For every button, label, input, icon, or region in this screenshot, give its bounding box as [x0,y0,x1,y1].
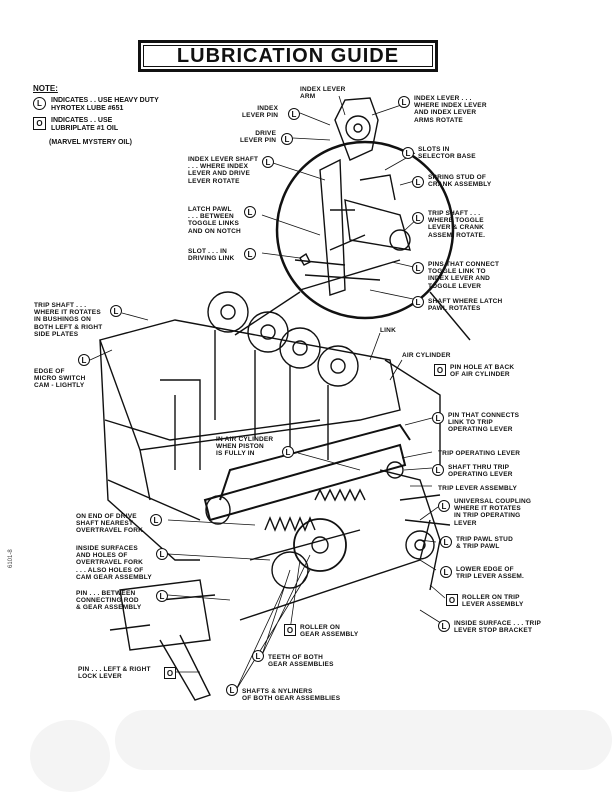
label-air-cylinder: AIR CYLINDER [402,352,451,359]
marker-trip-pawl-stud: L [440,536,452,548]
marker-edge-micro: L [78,354,90,366]
marker-shafts-nyliners: L [226,684,238,696]
label-link: LINK [380,327,396,334]
marker-roller-trip: O [446,594,458,606]
marker-trip-shaft-top: L [412,212,424,224]
label-index-lever-pin: INDEX LEVER PIN [242,105,279,120]
label-in-air-cylinder: IN AIR CYLINDER WHEN PISTON IS FULLY IN [216,436,274,458]
marker-pin-lock: O [164,667,176,679]
figure-number: 6101-8 [8,549,14,568]
label-roller-trip: ROLLER ON TRIP LEVER ASSEMBLY [462,594,524,609]
marker-pin-hole: O [434,364,446,376]
marker-shaft-thru: L [432,464,444,476]
label-lower-edge: LOWER EDGE OF TRIP LEVER ASSEM. [456,566,525,581]
label-index-lever: INDEX LEVER . . . WHERE INDEX LEVER AND … [414,95,487,124]
label-pins-connect: PINS THAT CONNECT TOGGLE LINK TO INDEX L… [428,261,500,290]
label-pin-connecting-rod: PIN . . . BETWEEN CONNECTING ROD & GEAR … [76,590,142,612]
note-heading: NOTE: [33,84,58,93]
label-slots: SLOTS IN SELECTOR BASE [418,146,476,161]
legend-item-lube: L INDICATES . . USE HEAVY DUTY HYROTEX L… [33,97,159,113]
legend-extra: (MARVEL MYSTERY OIL) [49,139,132,146]
label-inside-surfaces: INSIDE SURFACES AND HOLES OF OVERTRAVEL … [76,545,152,581]
marker-slot-driving: L [244,248,256,260]
marker-in-air-cylinder: L [282,446,294,458]
marker-index-lever-pin: L [288,108,300,120]
marker-spring-stud: L [412,176,424,188]
legend-text-lube: INDICATES . . USE HEAVY DUTY HYROTEX LUB… [51,97,159,112]
marker-slots: L [402,147,414,159]
label-inside-surface-trip: INSIDE SURFACE . . . TRIP LEVER STOP BRA… [454,620,541,635]
marker-shaft-latch: L [412,296,424,308]
label-shafts-nyliners: SHAFTS & NYLINERS OF BOTH GEAR ASSEMBLIE… [242,688,341,703]
marker-pins-connect: L [412,262,424,274]
label-trip-shaft-left: TRIP SHAFT . . . WHERE IT ROTATES IN BUS… [34,302,103,338]
marker-drive-lever-pin: L [281,133,293,145]
label-trip-lever-assembly: TRIP LEVER ASSEMBLY [438,485,518,492]
marker-roller-gear: O [284,624,296,636]
marker-inside-surfaces: L [156,548,168,560]
page-title-box: LUBRICATION GUIDE [138,40,438,72]
label-trip-pawl-stud: TRIP PAWL STUD & TRIP PAWL [456,536,513,551]
label-end-drive-shaft: ON END OF DRIVE SHAFT NEAREST OVERTRAVEL… [76,513,144,535]
label-shaft-latch: SHAFT WHERE LATCH PAWL ROTATES [428,298,503,313]
marker-latch-pawl: L [244,206,256,218]
detail-circle [275,140,455,320]
marker-inside-surface-trip: L [438,620,450,632]
marker-lower-edge: L [440,566,452,578]
marker-index-lever-shaft: L [262,156,274,168]
label-teeth: TEETH OF BOTH GEAR ASSEMBLIES [268,654,334,669]
label-edge-micro: EDGE OF MICRO SWITCH CAM - LIGHTLY [34,368,86,390]
label-shaft-thru: SHAFT THRU TRIP OPERATING LEVER [448,464,513,479]
label-roller-gear: ROLLER ON GEAR ASSEMBLY [300,624,359,639]
scan-artifact-bottom [115,710,612,770]
scan-artifact-left [30,720,110,792]
label-slot-driving: SLOT . . . IN DRIVING LINK [188,248,235,263]
oil-symbol-icon: O [33,117,46,130]
label-drive-lever-pin: DRIVE LEVER PIN [240,130,277,145]
marker-teeth: L [252,650,264,662]
label-index-lever-arm: INDEX LEVER ARM [300,86,346,101]
label-spring-stud: SPRING STUD OF CRANK ASSEMBLY [428,174,492,189]
marker-pin-connecting-rod: L [156,590,168,602]
lube-symbol-icon: L [33,97,46,110]
legend-note: NOTE: L INDICATES . . USE HEAVY DUTY HYR… [33,85,159,147]
label-trip-shaft-top: TRIP SHAFT . . . WHERE TOGGLE LEVER & CR… [428,210,486,239]
marker-index-lever: L [398,96,410,108]
page-title: LUBRICATION GUIDE [176,44,400,67]
marker-pin-connects: L [432,412,444,424]
label-pin-hole: PIN HOLE AT BACK OF AIR CYLINDER [450,364,515,379]
label-index-lever-shaft: INDEX LEVER SHAFT . . . WHERE INDEX LEVE… [188,156,259,185]
marker-universal-coupling: L [438,500,450,512]
label-pin-connects: PIN THAT CONNECTS LINK TO TRIP OPERATING… [448,412,520,434]
marker-end-drive-shaft: L [150,514,162,526]
marker-trip-shaft-left: L [110,305,122,317]
label-pin-lock: PIN . . . LEFT & RIGHT LOCK LEVER [78,666,151,681]
label-trip-operating-lever: TRIP OPERATING LEVER [438,450,521,457]
label-universal-coupling: UNIVERSAL COUPLING WHERE IT ROTATES IN T… [454,498,532,527]
legend-item-oil: O INDICATES . . USE LUBRIPLATE #1 OIL [33,117,159,133]
label-latch-pawl: LATCH PAWL . . . BETWEEN TOGGLE LINKS AN… [188,206,241,235]
legend-text-oil: INDICATES . . USE LUBRIPLATE #1 OIL [51,117,119,132]
